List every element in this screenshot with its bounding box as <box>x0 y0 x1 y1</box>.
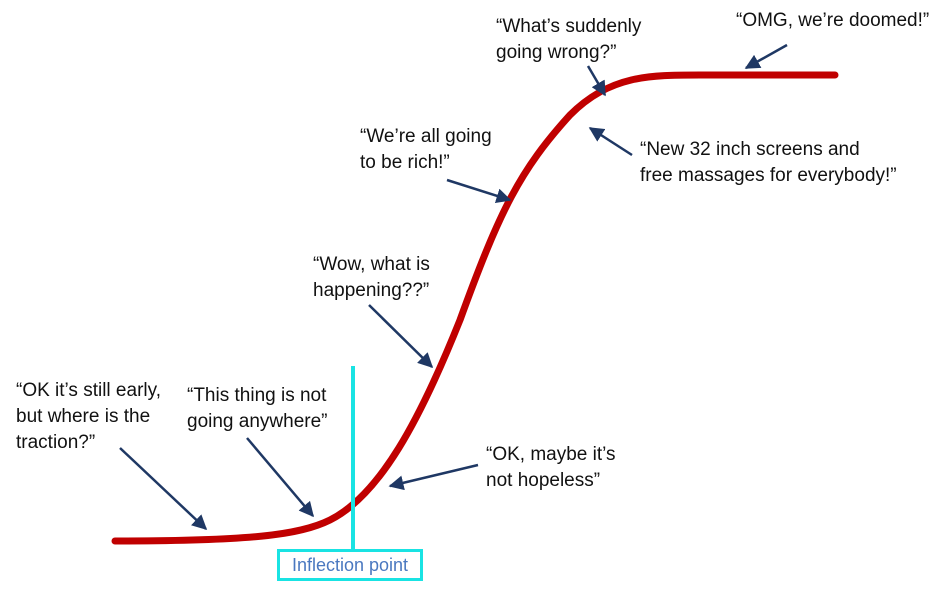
arrow-wow <box>368 304 434 369</box>
annotation-wow: “Wow, what is happening??” <box>313 254 430 301</box>
arrow-wrong <box>586 65 607 97</box>
annotation-not-going: “This thing is not going anywhere” <box>187 385 328 432</box>
arrow-early <box>119 447 208 531</box>
arrow-screens <box>588 126 633 157</box>
annotation-rich: “We’re all going to be rich!” <box>360 126 492 173</box>
arrow-not-going <box>246 437 314 518</box>
arrow-not-hopeless <box>388 463 479 491</box>
annotation-not-hopeless: “OK, maybe it’s not hopeless” <box>486 444 616 491</box>
arrow-rich <box>446 178 512 204</box>
annotation-screens: “New 32 inch screens and free massages f… <box>640 139 897 186</box>
annotation-wrong: “What’s suddenly going wrong?” <box>496 16 642 63</box>
inflection-point-label: Inflection point <box>277 549 423 581</box>
arrow-doomed <box>744 43 788 70</box>
annotation-doomed: “OMG, we’re doomed!” <box>736 10 930 31</box>
annotation-early: “OK it’s still early, but where is the t… <box>16 380 161 453</box>
